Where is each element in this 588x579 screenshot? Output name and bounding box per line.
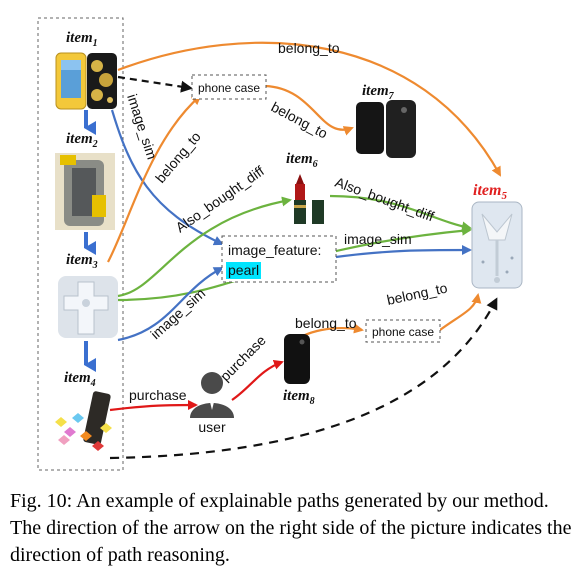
item5-image[interactable] xyxy=(471,201,523,289)
edge-item1-phonecase xyxy=(117,75,193,93)
item2-image[interactable] xyxy=(55,153,115,230)
phone-case-node-bottom[interactable] xyxy=(365,319,441,343)
edge-belong-to-item3 xyxy=(107,94,202,263)
figure-caption: Fig. 10: An example of explainable paths… xyxy=(10,490,572,566)
item6-label: item6 xyxy=(286,151,318,170)
item7-label: item7 xyxy=(362,83,395,102)
edge-item4-item5-dashed xyxy=(109,297,498,460)
phone-case-label-top: phone case xyxy=(198,81,260,95)
user-icon[interactable] xyxy=(190,372,234,418)
edge-belong-to-top xyxy=(117,41,501,177)
label-belong-to-item8: belong_to xyxy=(295,315,357,331)
label-belong-to-item3: belong_to xyxy=(152,128,204,186)
edge-also-bought-right xyxy=(329,194,472,232)
label-image-sim-right: image_sim xyxy=(344,231,412,247)
edge-phonecase-item7 xyxy=(264,84,354,136)
edge-image-sim-left xyxy=(110,109,224,246)
phone-case-node-top[interactable] xyxy=(191,74,267,100)
edge-purchase-right xyxy=(231,360,284,401)
item-column-frame xyxy=(37,17,124,471)
item1-label: item1 xyxy=(66,30,98,49)
item8-image[interactable] xyxy=(284,334,310,384)
user-label: user xyxy=(198,419,226,435)
label-belong-to-top: belong_to xyxy=(278,40,340,56)
image-feature-label: image_feature: xyxy=(228,242,321,258)
pearl-highlight xyxy=(226,262,261,279)
label-image-sim-bottom: image_sim xyxy=(147,285,208,342)
edge-belong-to-case xyxy=(439,293,482,331)
item3-image[interactable] xyxy=(58,276,118,338)
item2-label: item2 xyxy=(66,131,98,150)
item4-label: item4 xyxy=(64,370,96,389)
edge-purchase-left xyxy=(109,400,198,412)
label-belong-to-case: belong_to xyxy=(385,279,449,307)
edge-image-sim-right xyxy=(335,245,472,259)
item3-label: item3 xyxy=(66,252,98,271)
label-purchase-right: purchase xyxy=(217,332,269,384)
item6-image[interactable] xyxy=(294,174,324,224)
label-belong-to-item7: belong_to xyxy=(269,99,331,142)
label-purchase-left: purchase xyxy=(129,387,187,403)
item5-label: item5 xyxy=(473,182,507,202)
item4-image[interactable] xyxy=(55,391,112,451)
item7-image[interactable] xyxy=(356,100,416,158)
edge-also-bought-left xyxy=(117,196,292,298)
item8-label: item8 xyxy=(283,388,315,407)
phone-case-label-bottom: phone case xyxy=(372,325,434,339)
image-feature-value: pearl xyxy=(228,262,259,278)
label-also-bought-right: Also_bought_diff xyxy=(333,174,436,225)
label-image-sim-left: image_sim xyxy=(124,92,160,161)
item1-image[interactable] xyxy=(55,52,117,110)
edge-image-sim-bottom xyxy=(117,267,224,342)
